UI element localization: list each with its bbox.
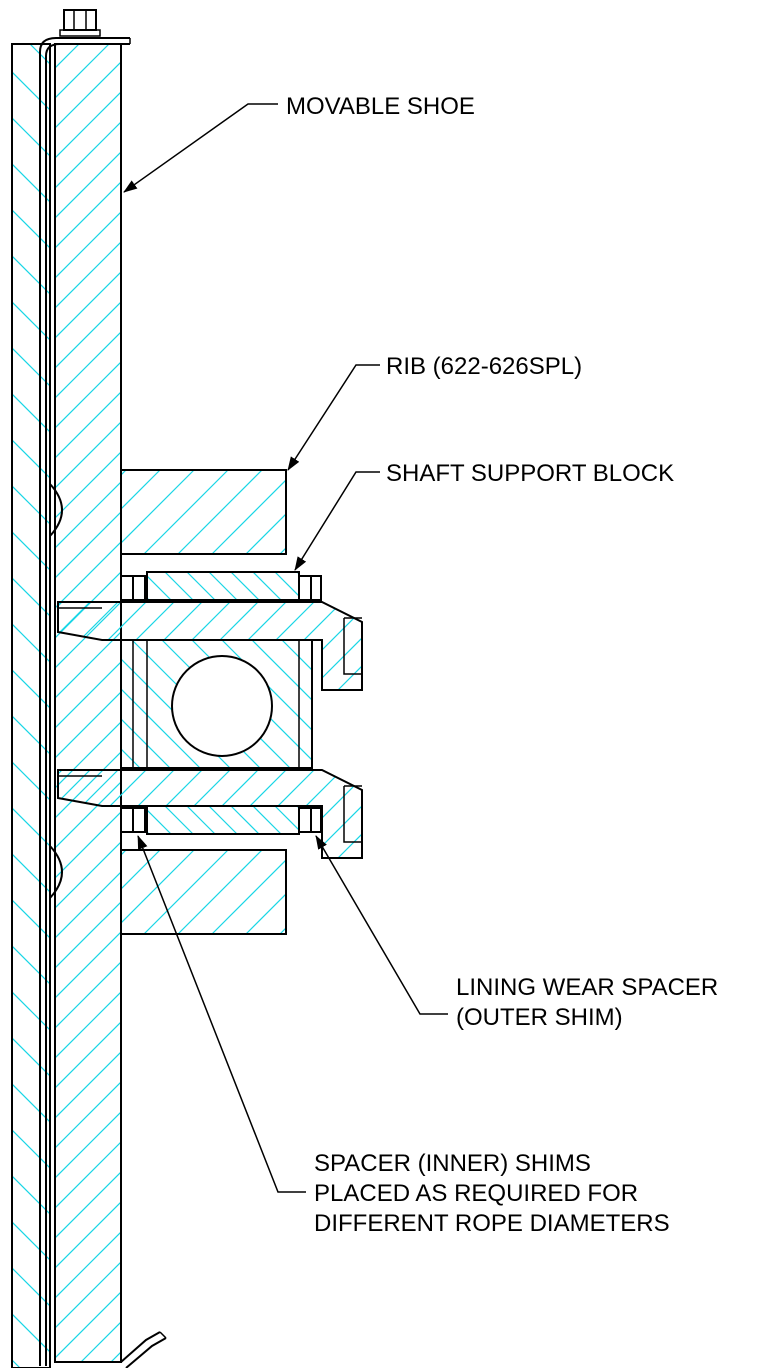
shaft-support-block	[120, 639, 313, 769]
leader-movable-shoe	[123, 103, 278, 193]
label-outer-shim: (OUTER SHIM)	[456, 1004, 623, 1031]
inner-shim-lower	[120, 807, 146, 833]
outer-shim-upper	[146, 571, 322, 601]
leader-shaft-support-block	[294, 471, 380, 571]
shaft-upper	[57, 601, 363, 691]
label-shaft-support-block: SHAFT SUPPORT BLOCK	[386, 460, 674, 487]
leader-lining-wear-spacer	[315, 835, 448, 1015]
shaft-lower	[57, 769, 363, 859]
rivet-upper	[49, 483, 63, 537]
label-inner-shims-line1: SPACER (INNER) SHIMS	[314, 1150, 591, 1177]
label-inner-shims-line3: DIFFERENT ROPE DIAMETERS	[314, 1210, 670, 1237]
retaining-strap	[39, 37, 167, 1368]
bolt-head	[59, 9, 101, 37]
label-rib: RIB (622-626SPL)	[386, 353, 582, 380]
lining-strip	[11, 43, 51, 1368]
rib-lower	[120, 849, 287, 935]
leader-rib	[287, 364, 380, 471]
rib-upper	[120, 469, 287, 555]
label-lining-wear-spacer: LINING WEAR SPACER	[456, 974, 718, 1001]
label-inner-shims-line2: PLACED AS REQUIRED FOR	[314, 1180, 638, 1207]
rivet-lower	[49, 845, 63, 899]
inner-shim-upper	[120, 575, 146, 601]
leader-inner-shims	[137, 835, 306, 1193]
outer-shim-lower	[146, 805, 322, 835]
label-movable-shoe: MOVABLE SHOE	[286, 93, 475, 120]
